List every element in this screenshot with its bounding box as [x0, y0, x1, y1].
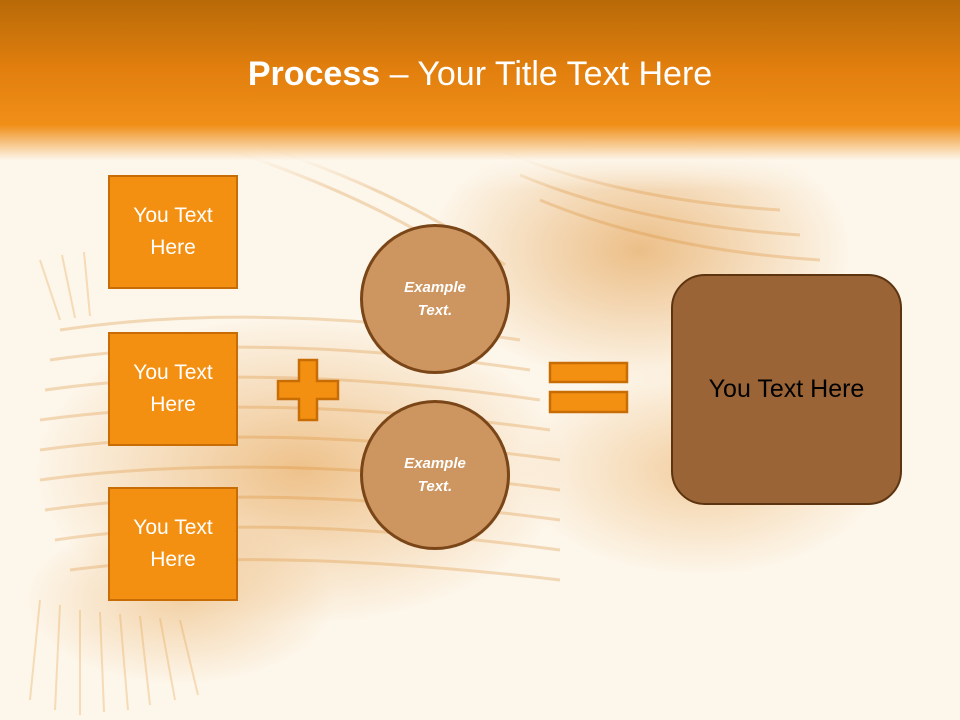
slide-title: Process – Your Title Text Here	[0, 52, 960, 96]
input-box-label: You Text Here	[133, 516, 213, 571]
input-box-label: You Text Here	[133, 361, 213, 416]
input-box-3: You Text Here	[108, 487, 238, 601]
circle-label: Example Text.	[404, 279, 466, 319]
result-box: You Text Here	[671, 274, 902, 505]
input-box-1: You Text Here	[108, 175, 238, 289]
result-label: You Text Here	[708, 375, 865, 403]
input-box-label: You Text Here	[133, 204, 213, 259]
input-box-2: You Text Here	[108, 332, 238, 446]
example-circle-2: Example Text.	[360, 400, 510, 550]
title-bold: Process	[247, 55, 381, 93]
title-bar	[0, 0, 960, 190]
title-text: – Your Title Text Here	[380, 55, 713, 93]
plus-icon	[276, 358, 340, 422]
equals-icon	[548, 361, 629, 414]
example-circle-1: Example Text.	[360, 224, 510, 374]
circle-label: Example Text.	[404, 455, 466, 495]
